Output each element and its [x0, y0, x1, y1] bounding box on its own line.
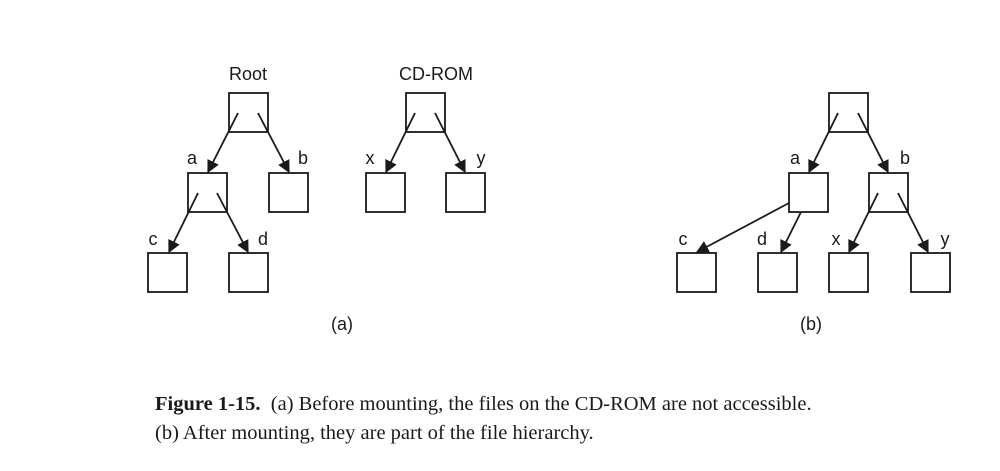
- mounted-edge-d-arrow: [780, 211, 802, 254]
- mounted-edge-label-a: a: [790, 148, 801, 168]
- mount-diagram: Root CD-ROM a b c d x y (a) a b c d x y …: [147, 64, 951, 334]
- edge-label-a: a: [187, 148, 198, 168]
- edge-label-b: b: [298, 148, 308, 168]
- edge-label-d: d: [258, 229, 268, 249]
- edge-y-arrow: [434, 112, 466, 174]
- mounted-file-y-node: [910, 252, 951, 293]
- mounted-file-x-node: [828, 252, 869, 293]
- caption-text-1: (a) Before mounting, the files on the CD…: [270, 393, 812, 415]
- mounted-file-c-node: [676, 252, 717, 293]
- mounted-edge-label-x: x: [832, 229, 841, 249]
- mounted-edge-label-d: d: [757, 229, 767, 249]
- file-d-node: [228, 252, 269, 293]
- edge-d-arrow: [216, 192, 249, 254]
- file-b-node: [268, 172, 309, 213]
- panel-b-label: (b): [800, 314, 822, 334]
- edge-x-arrow: [385, 112, 416, 174]
- mounted-directory-b-node: [868, 172, 909, 213]
- mounted-edge-c-arrow: [695, 202, 790, 253]
- mounted-edge-a-arrow: [808, 112, 839, 174]
- panel-a-label: (a): [331, 314, 353, 334]
- caption-line-1: Figure 1-15. (a) Before mounting, the fi…: [155, 390, 975, 419]
- file-y-node: [445, 172, 486, 213]
- cdrom-label: CD-ROM: [399, 64, 473, 84]
- mounted-edge-x-arrow: [848, 192, 879, 254]
- root-directory-node: [228, 92, 269, 133]
- edge-label-y: y: [477, 148, 486, 168]
- mounted-edge-b-arrow: [857, 112, 889, 174]
- edge-a-arrow: [207, 112, 239, 174]
- mounted-edge-label-b: b: [900, 148, 910, 168]
- figure-number: Figure 1-15.: [155, 393, 261, 415]
- mounted-root-node: [828, 92, 869, 133]
- edge-label-c: c: [149, 229, 158, 249]
- edge-label-x: x: [366, 148, 375, 168]
- root-label: Root: [229, 64, 267, 84]
- figure-caption: Figure 1-15. (a) Before mounting, the fi…: [155, 390, 975, 448]
- edge-b-arrow: [257, 112, 290, 174]
- cdrom-root-node: [405, 92, 446, 133]
- directory-a-node: [187, 172, 228, 213]
- mounted-edge-label-c: c: [679, 229, 688, 249]
- mounted-directory-a-node: [788, 172, 829, 213]
- file-c-node: [147, 252, 188, 293]
- mounted-file-d-node: [757, 252, 798, 293]
- mounted-edge-y-arrow: [897, 192, 929, 254]
- file-x-node: [365, 172, 406, 213]
- caption-line-2: (b) After mounting, they are part of the…: [155, 422, 594, 444]
- mounted-edge-label-y: y: [941, 229, 950, 249]
- edge-c-arrow: [168, 192, 199, 254]
